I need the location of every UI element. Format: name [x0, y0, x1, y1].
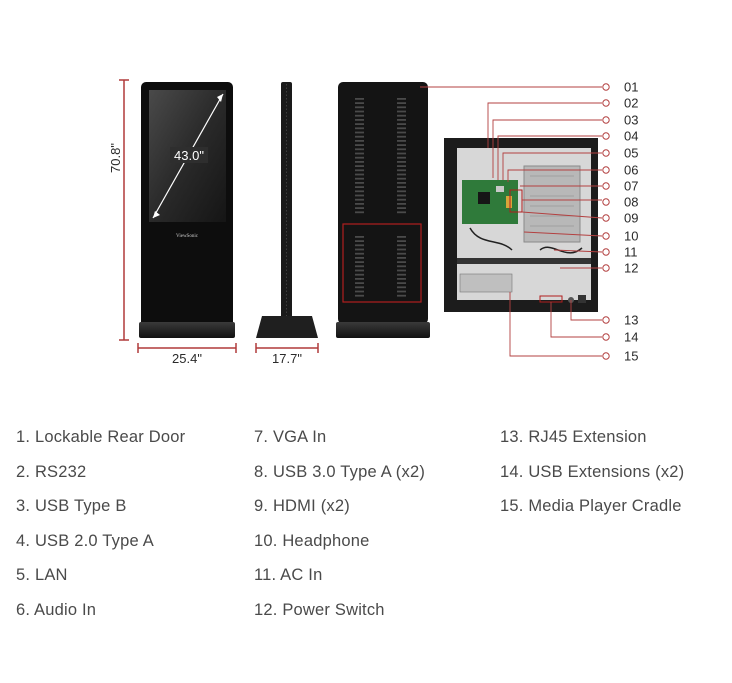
callout-marker [602, 166, 610, 174]
rear-base [336, 322, 430, 338]
callout-number: 15 [624, 349, 638, 364]
rear-vents-lower [355, 236, 406, 297]
front-base [139, 322, 235, 338]
legend-item: 4. USB 2.0 Type A [16, 531, 154, 550]
callout-number: 01 [624, 80, 638, 95]
width-label: 25.4" [172, 351, 202, 366]
legend-item: 11. AC In [254, 566, 323, 585]
callout-number: 11 [624, 245, 638, 260]
legend-item: 13. RJ45 Extension [500, 428, 647, 446]
screen-diagonal-label: 43.0" [174, 148, 204, 163]
front-view: 70.8" 43.0" ViewSonic 25.4" [108, 79, 237, 366]
rear-vents-upper [355, 98, 406, 214]
callout-number: 05 [624, 146, 638, 161]
media-player-cradle [523, 165, 581, 243]
callout-marker [602, 214, 610, 222]
callout-marker [602, 248, 610, 256]
callout-marker [602, 264, 610, 272]
callout-marker [602, 116, 610, 124]
legend-column-2: 7. VGA In 8. USB 3.0 Type A (x2) 9. HDMI… [254, 426, 425, 634]
port-highlight [509, 189, 523, 213]
callout-marker [602, 149, 610, 157]
callout-number: 04 [624, 129, 638, 144]
legend-item: 7. VGA In [254, 428, 327, 446]
callout-lines [420, 86, 603, 357]
rear-body [338, 82, 428, 324]
callout-number: 08 [624, 195, 638, 210]
legend-item: 5. LAN [16, 566, 68, 585]
height-label: 70.8" [108, 143, 123, 173]
rear-view [336, 82, 430, 338]
callout-number: 13 [624, 313, 638, 328]
legend-item: 12. Power Switch [254, 600, 385, 619]
callout-marker [602, 132, 610, 140]
brand-logo: ViewSonic [176, 234, 199, 239]
legend-column-3: 13. RJ45 Extension 14. USB Extensions (x… [500, 426, 684, 530]
legend-item: 3. USB Type B [16, 497, 127, 516]
callout-marker [602, 182, 610, 190]
callout-number: 14 [624, 330, 638, 345]
internal-panel [444, 138, 598, 312]
callout-marker [602, 198, 610, 206]
legend-item: 9. HDMI (x2) [254, 497, 350, 516]
callout-number: 07 [624, 179, 638, 194]
legend-item: 2. RS232 [16, 462, 87, 481]
legend-item: 14. USB Extensions (x2) [500, 462, 685, 481]
callout-number: 12 [624, 261, 638, 276]
callout-number: 09 [624, 211, 638, 226]
callout-number: 06 [624, 163, 638, 178]
callout-number: 10 [624, 229, 638, 244]
callout-marker [602, 333, 610, 341]
rear-door-highlight [342, 223, 422, 303]
depth-label: 17.7" [272, 351, 302, 366]
side-base [256, 316, 318, 338]
callout-marker [602, 316, 610, 324]
callout-marker [602, 232, 610, 240]
legend-item: 15. Media Player Cradle [500, 497, 682, 516]
legend-column-1: 1. Lockable Rear Door 2. RS232 3. USB Ty… [16, 426, 185, 634]
legend-item: 8. USB 3.0 Type A (x2) [254, 462, 426, 481]
callout-marker [602, 99, 610, 107]
legend-item: 10. Headphone [254, 531, 370, 550]
callout-marker [602, 83, 610, 91]
product-diagram: 70.8" 43.0" ViewSonic 25.4" 17.7" [108, 79, 638, 366]
legend-item: 6. Audio In [16, 600, 97, 619]
side-view: 17.7" [255, 82, 319, 366]
callout-marker [602, 352, 610, 360]
callout-number: 02 [624, 96, 638, 111]
callout-number: 03 [624, 113, 638, 128]
legend-item: 1. Lockable Rear Door [16, 428, 186, 446]
